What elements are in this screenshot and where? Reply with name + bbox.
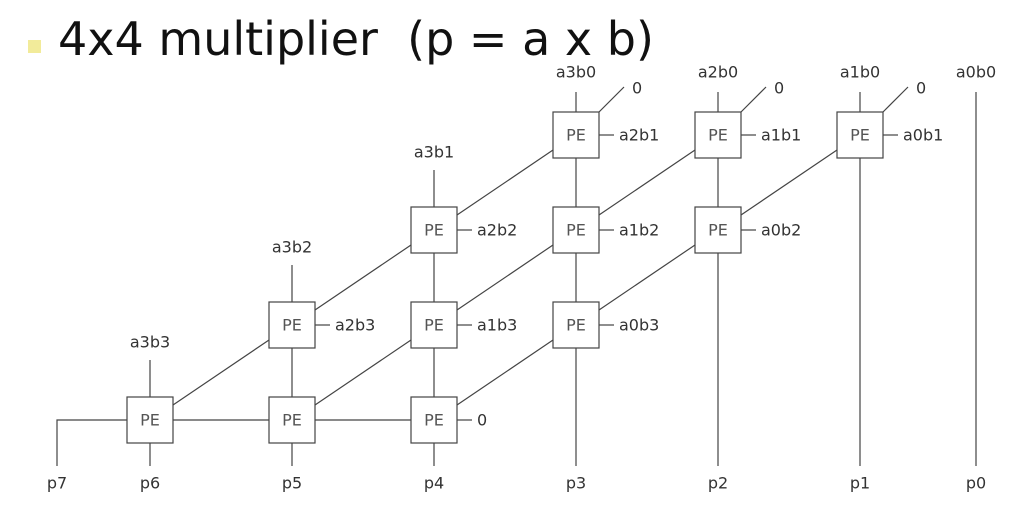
pe-r0-c3	[552, 111, 600, 159]
side-input-label: a2b2	[477, 221, 517, 240]
diagonal-wire	[598, 149, 696, 216]
row-input-label: a3b3	[130, 333, 170, 352]
bullet-icon	[28, 39, 41, 53]
pe-r3-c1-label: PE	[282, 411, 302, 430]
pe-r0-c5	[836, 111, 884, 159]
wires	[56, 86, 977, 466]
output-label-p5: p5	[282, 474, 302, 493]
row-input-label: a3b2	[272, 238, 312, 257]
pe-blocks: PE PE PE PE PE PE PE PE PE PE PE PE	[126, 111, 884, 444]
output-label-p2: p2	[708, 474, 728, 493]
diagonal-wire	[314, 339, 412, 406]
pe-r1-c4	[694, 206, 742, 254]
side-input-label: a0b2	[761, 221, 801, 240]
diagonal-wire	[740, 149, 838, 216]
pe-r3-c2-label: PE	[424, 411, 444, 430]
signal-labels: a3b0 0 a2b0 0 a1b0 0 a0b0 a3b1 a3b2 a3b3 a2b1 a1b1 a…	[47, 63, 996, 493]
pe-r2-c3-label: PE	[566, 316, 586, 335]
pe-r0-c5-label: PE	[850, 126, 870, 145]
slide-title: 4x4 multiplier (p = a x b)	[58, 12, 654, 66]
pe-r0-c4-label: PE	[708, 126, 728, 145]
side-input-label: a0b1	[903, 126, 943, 145]
pe-r3-c2	[410, 396, 458, 444]
zero-input-wire	[598, 86, 625, 113]
zero-input-wire	[882, 86, 909, 113]
pe-r2-c2-label: PE	[424, 316, 444, 335]
pe-r1-c3-label: PE	[566, 221, 586, 240]
pe-r2-c2	[410, 301, 458, 349]
column-input-label: a3b0	[556, 63, 596, 82]
zero-label: 0	[477, 411, 487, 430]
p7-wire	[56, 419, 127, 466]
output-label-p7: p7	[47, 474, 67, 493]
side-input-label: a2b3	[335, 316, 375, 335]
diagonal-wire	[456, 149, 554, 216]
pe-r1-c2	[410, 206, 458, 254]
pe-r3-c0-label: PE	[140, 411, 160, 430]
pe-r3-c0	[126, 396, 174, 444]
zero-input-wire	[740, 86, 767, 113]
diagonal-wire	[314, 244, 412, 311]
pe-r1-c3	[552, 206, 600, 254]
pe-r2-c1	[268, 301, 316, 349]
output-label-p4: p4	[424, 474, 444, 493]
output-label-p6: p6	[140, 474, 160, 493]
zero-label: 0	[774, 79, 784, 98]
output-label-p1: p1	[850, 474, 870, 493]
side-input-label: a0b3	[619, 316, 659, 335]
column-input-label: a0b0	[956, 63, 996, 82]
column-input-label: a1b0	[840, 63, 880, 82]
row-input-label: a3b1	[414, 143, 454, 162]
diagonal-wire	[456, 339, 554, 406]
zero-label: 0	[632, 79, 642, 98]
pe-r2-c1-label: PE	[282, 316, 302, 335]
side-input-label: a1b3	[477, 316, 517, 335]
output-label-p0: p0	[966, 474, 986, 493]
pe-r3-c1	[268, 396, 316, 444]
side-input-label: a1b1	[761, 126, 801, 145]
side-input-label: a2b1	[619, 126, 659, 145]
diagonal-wire	[172, 339, 270, 406]
diagonal-wire	[456, 244, 554, 311]
side-input-label: a1b2	[619, 221, 659, 240]
pe-r0-c3-label: PE	[566, 126, 586, 145]
diagonal-wire	[598, 244, 696, 311]
zero-label: 0	[916, 79, 926, 98]
title-row: 4x4 multiplier (p = a x b)	[28, 4, 654, 74]
output-label-p3: p3	[566, 474, 586, 493]
column-input-label: a2b0	[698, 63, 738, 82]
pe-r1-c4-label: PE	[708, 221, 728, 240]
pe-r2-c3	[552, 301, 600, 349]
pe-r0-c4	[694, 111, 742, 159]
pe-r1-c2-label: PE	[424, 221, 444, 240]
